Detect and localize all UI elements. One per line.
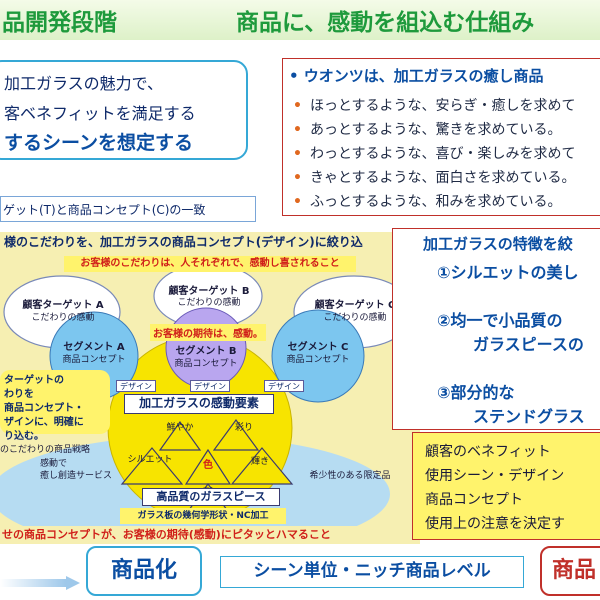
bullet-icon: •: [293, 170, 302, 186]
segment-c-sub: 商品コンセプト: [286, 355, 350, 365]
segment-a-sub: 商品コンセプト: [62, 355, 126, 365]
scene-niche-level-box: シーン単位・ニッチ商品レベル: [220, 556, 524, 588]
wontsu-item: •きゃとするような、面白さを求めている。: [293, 170, 576, 186]
strategy-sub: 感動で 癒し創造サービス: [40, 459, 113, 481]
segment-b-sub: 商品コンセプト: [174, 359, 238, 369]
target-concept-note: ゲット(T)と商品コンセプト(C)の一致: [0, 196, 256, 222]
feature-2b: ガラスピースの: [473, 335, 584, 354]
design-tag-c: デザイン: [264, 380, 304, 392]
benefit-item: 使用シーン・デザイン: [425, 468, 565, 484]
quality-glass-box: 高品質のガラスピース: [142, 488, 280, 506]
triangle-shade: [212, 418, 260, 451]
header-right-title: 商品に、感動を組込む仕組み: [230, 0, 600, 40]
triangle-silhouette: [120, 447, 184, 485]
feature-1: ①シルエットの美し: [437, 263, 579, 282]
feature-2a: ②均一で小品質の: [437, 311, 563, 330]
core-element-box: 加工ガラスの感動要素: [124, 394, 274, 414]
bullet-icon: •: [293, 122, 302, 138]
vivid-label: 鮮やか: [166, 423, 194, 433]
arrow-right-icon: [0, 576, 80, 590]
design-tag-b: デザイン: [190, 380, 230, 392]
triangle-vivid: [158, 420, 202, 451]
wontsu-box: • ウオンツは、加工ガラスの癒し商品 •ほっとするような、安らぎ・癒しを求めて …: [282, 58, 600, 216]
rare-label: 希少性のある限定品: [309, 471, 391, 481]
intro-line-3: するシーンを想定する: [4, 132, 194, 154]
target-a-sub: こだわりの感動: [31, 313, 95, 323]
concept-fit-note: せの商品コンセプトが、お客様の期待(感動)にピタッとハマること: [0, 526, 420, 544]
wontsu-item: •ふっとするような、和みを求めている。: [293, 194, 562, 210]
header-left-title: 品開発段階: [0, 0, 230, 40]
concept-diagram: 様のこだわりを、加工ガラスの商品コンセプト(デザイン)に絞り込 お客様のこだわり…: [0, 232, 420, 544]
benefit-item: 顧客のベネフィット: [425, 444, 551, 460]
target-b-sub: こだわりの感動: [177, 298, 241, 308]
triangle-shine: [230, 447, 294, 485]
wontsu-item: •あっとするような、驚きを求めている。: [293, 122, 562, 138]
productize-box: 商品化: [86, 546, 202, 596]
benefit-box: 顧客のベネフィット 使用シーン・デザイン 商品コンセプト 使用上の注意を決定す: [412, 432, 600, 540]
target-a-label: 顧客ターゲット A: [22, 300, 104, 311]
silhouette-label: シルエット: [127, 455, 173, 465]
shine-label: 輝き: [250, 457, 269, 467]
diagram-title: 様のこだわりを、加工ガラスの商品コンセプト(デザイン)に絞り込: [4, 235, 363, 249]
design-tag-a: デザイン: [116, 380, 156, 392]
features-title: 加工ガラスの特徴を絞: [423, 235, 573, 253]
wontsu-item: •ほっとするような、安らぎ・癒しを求めて: [293, 98, 576, 114]
features-box: 加工ガラスの特徴を絞 ①シルエットの美し ②均一で小品質の ガラスピースの ③部…: [392, 228, 600, 430]
bullet-icon: •: [293, 194, 302, 210]
wontsu-item: •わっとするような、喜び・楽しみを求めて: [293, 146, 576, 162]
benefit-item: 使用上の注意を決定す: [425, 516, 565, 532]
shade-label: 彩り: [234, 423, 253, 433]
bullet-icon: •: [293, 98, 302, 114]
target-c-sub: こだわりの感動: [323, 313, 387, 323]
strategy-label: のこだわりの商品戦略: [0, 445, 91, 455]
left-target-note: ターゲットの わりを 商品コンセプト・ ザインに、明確に り込む。: [0, 370, 110, 442]
feature-3a: ③部分的な: [437, 383, 515, 402]
segment-a-label: セグメント A: [63, 342, 125, 353]
target-b-label: 顧客ターゲット B: [168, 286, 250, 297]
product-box: 商品: [540, 546, 600, 596]
segment-c-circle: [271, 309, 365, 403]
wontsu-title: • ウオンツは、加工ガラスの癒し商品: [289, 67, 544, 85]
pattern-label: ガラス板の幾何学形状・NC加工: [120, 508, 286, 524]
color-label: 色: [203, 460, 213, 471]
target-c-label: 顧客ターゲット C: [314, 300, 396, 311]
intro-line-2: 客ベネフィットを満足する: [4, 104, 196, 123]
segment-c-label: セグメント C: [287, 342, 349, 353]
segment-b-label: セグメント B: [175, 346, 237, 357]
feature-3b: ステンドグラス: [473, 407, 585, 426]
bullet-icon: •: [293, 146, 302, 162]
diagram-banner: お客様のこだわりは、人それぞれで、感動し喜されること: [64, 256, 356, 272]
benefit-item: 商品コンセプト: [425, 492, 523, 508]
expectation-label: お客様の期待は、感動。: [150, 324, 266, 341]
intro-line-1: 加工ガラスの魅力で、: [4, 74, 164, 93]
intro-box: 加工ガラスの魅力で、 客ベネフィットを満足する するシーンを想定する: [0, 60, 248, 160]
